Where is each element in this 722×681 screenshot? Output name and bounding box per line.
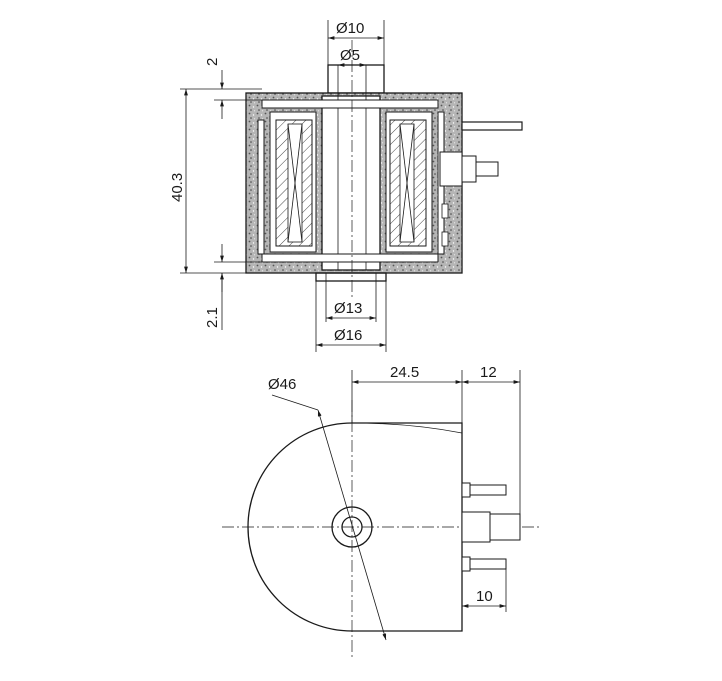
section-view	[245, 40, 523, 300]
terminal-blade	[461, 121, 523, 131]
dim-height: 40.3	[169, 173, 186, 202]
terminal-middle	[489, 513, 521, 541]
dim-bottom-gap: 2.1	[204, 307, 221, 328]
dim-d46: Ø46	[268, 376, 296, 393]
dim-terminal-blade: 10	[476, 588, 493, 605]
tube-bore	[321, 95, 381, 271]
section-dimensions: Ø10 Ø5 2 40.3 2.1 Ø13 Ø16	[169, 20, 387, 352]
dim-d5: Ø5	[340, 47, 360, 64]
terminal-top	[469, 484, 507, 496]
dim-terminal-width: 12	[480, 364, 497, 381]
dim-d16: Ø16	[334, 327, 362, 344]
dim-d13: Ø13	[334, 300, 362, 317]
front-dimensions: Ø46 24.5 12 10	[268, 364, 521, 641]
front-view	[222, 400, 540, 660]
tube-top	[327, 64, 385, 94]
dim-d10: Ø10	[336, 20, 364, 37]
dim-top-gap: 2	[204, 58, 221, 66]
dim-body-width: 24.5	[390, 364, 419, 381]
terminal-bottom	[469, 558, 507, 570]
